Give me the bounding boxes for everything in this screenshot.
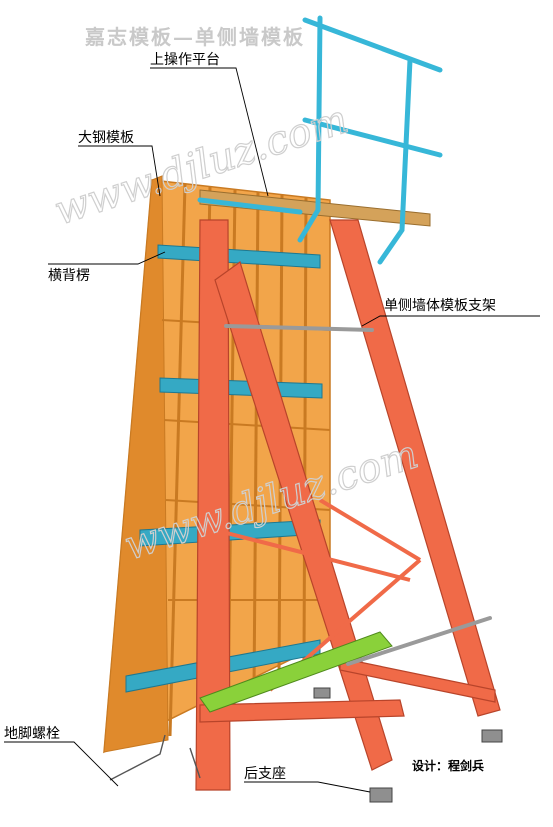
designer-credit: 设计：程剑兵 — [412, 758, 484, 773]
label-rear-support: 后支座 — [244, 766, 286, 782]
label-anchor-bolt: 地脚螺栓 — [4, 726, 60, 742]
ground-beam — [199, 631, 393, 713]
label-bracket: 单侧墙体模板支架 — [384, 298, 496, 314]
label-back-purlin: 横背楞 — [48, 268, 90, 284]
anchor-bolts — [109, 734, 201, 781]
tie-rods — [224, 324, 492, 666]
single-side-bracket — [195, 219, 501, 791]
label-upper-platform: 上操作平台 — [150, 52, 220, 68]
rear-support-feet — [313, 687, 503, 803]
leader-lines — [4, 67, 540, 793]
label-steel-formwork: 大钢模板 — [78, 130, 134, 146]
platform-railing — [197, 15, 443, 265]
diagram-title: 嘉志模板—单侧墙模板 — [84, 25, 305, 49]
